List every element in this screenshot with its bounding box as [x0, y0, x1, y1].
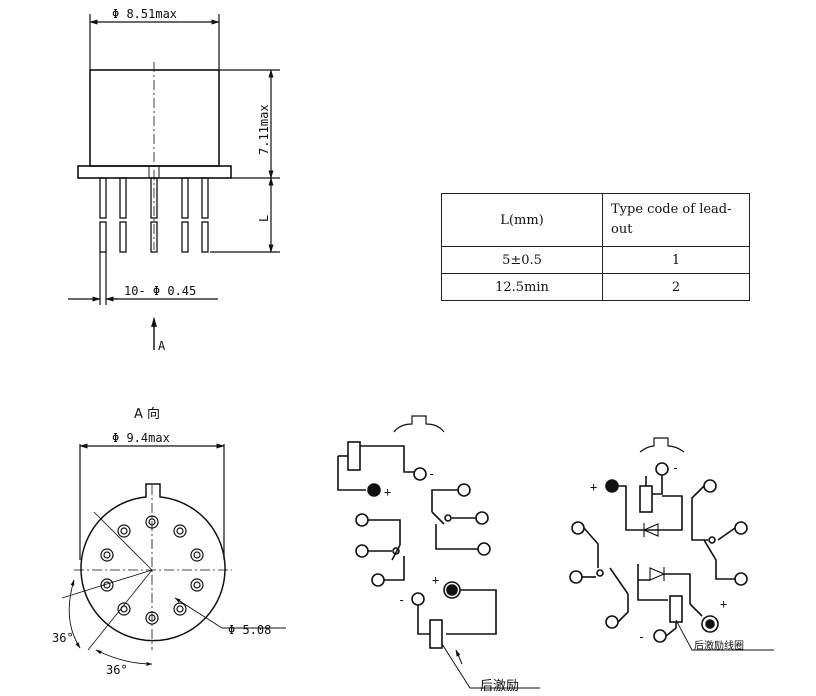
header-outline: [80, 483, 226, 642]
s1-coil-caption: 后激励: [480, 679, 519, 694]
view-arrow-label: A: [158, 339, 166, 353]
table-row: 12.5min 2: [441, 273, 750, 301]
s2-minus-1: -: [672, 461, 679, 475]
side-height-label: 7.11max: [257, 104, 271, 155]
pins: [100, 515, 204, 625]
row-1-length: 5±0.5: [441, 246, 603, 274]
table-row: 5±0.5 1: [441, 246, 750, 274]
s2-minus-2: -: [638, 630, 645, 644]
row-1-code: 1: [602, 246, 750, 274]
bottom-diameter-label: Φ 9.4max: [112, 431, 170, 445]
leads: [99, 177, 209, 253]
lead-length-label: L: [257, 215, 271, 222]
header-length: L(mm): [441, 193, 603, 247]
s1-plus-2: +: [432, 573, 439, 587]
angle-label-1: 36°: [52, 631, 74, 645]
pin-circle-label: Φ 5.08: [228, 623, 271, 637]
s2-plus-2: +: [720, 597, 727, 611]
schematic-2: [569, 437, 774, 651]
s2-coil-caption: 后激励线圈: [694, 639, 744, 652]
bottom-view: [61, 443, 286, 666]
table-header-row: L(mm) Type code of lead-out: [441, 193, 750, 247]
side-diameter-label: Φ 8.51max: [112, 7, 177, 21]
side-view: [68, 14, 280, 350]
lead-diameter-label: 10- Φ 0.45: [124, 284, 196, 298]
schematic-1: [337, 415, 540, 689]
can-body: [89, 69, 220, 167]
angle-label-2: 36°: [106, 663, 128, 677]
s1-minus-2: -: [398, 593, 405, 607]
bottom-view-title: A 向: [134, 406, 160, 422]
row-2-code: 2: [602, 273, 750, 301]
s2-plus-1: +: [590, 480, 597, 494]
row-2-length: 12.5min: [441, 273, 603, 301]
s1-plus-1: +: [384, 485, 391, 499]
header-type-code: Type code of lead-out: [602, 193, 750, 247]
s1-minus-1: -: [428, 467, 435, 481]
header-flange: [77, 165, 232, 179]
lead-type-table: L(mm) Type code of lead-out 5±0.5 1 12.5…: [441, 193, 750, 301]
